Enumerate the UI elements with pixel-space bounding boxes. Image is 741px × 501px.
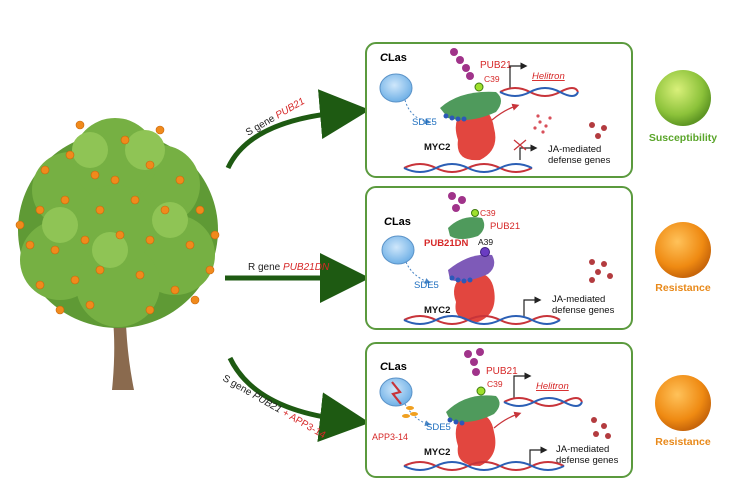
defense-label-1: JA-mediated [556, 444, 609, 455]
sde5-label: SDE5 [412, 117, 437, 128]
ubiquitin-chain-icon [448, 192, 466, 212]
pub21-label: PUB21 [490, 221, 520, 232]
arrow-label-2: R gene PUB21DN [248, 262, 330, 273]
arrow-to-panel-3 [227, 356, 370, 443]
orange-fruit-icon [655, 222, 711, 278]
ubiquitin-chain-icon [450, 48, 474, 80]
c39-residue-icon [476, 386, 486, 396]
citrus-tree-icon [15, 118, 220, 390]
clas-bacterium-icon [381, 235, 415, 265]
clas-label: CLas [380, 361, 407, 373]
lightning-icon [391, 381, 402, 405]
myc2-protein-icon [455, 108, 496, 161]
clas-label: CLas [384, 216, 411, 228]
pub21-protein-icon [440, 91, 501, 120]
c39-residue-icon [474, 82, 484, 92]
outcome-2: Resistance [655, 222, 711, 294]
pub21-label: PUB21 [486, 366, 518, 377]
defense-label-2: defense genes [552, 305, 615, 316]
outcome-label: Resistance [655, 282, 711, 294]
pub21dn-label: PUB21DN [424, 238, 468, 249]
green-fruit-icon [655, 70, 711, 126]
myc2-label: MYC2 [424, 305, 450, 316]
myc2-label: MYC2 [424, 142, 450, 153]
orange-fruit-icon [655, 375, 711, 431]
panel-3: CLas APP3-14 SDE5 MYC2 C39 PUB21 Helitro… [365, 342, 633, 478]
ubiquitin-chain-icon [464, 348, 484, 376]
helitron-label: Helitron [532, 71, 565, 82]
myc2-label: MYC2 [424, 447, 450, 458]
sde5-label: SDE5 [414, 280, 439, 291]
app3-14-peptide-icon [402, 406, 418, 418]
a39-label: A39 [478, 237, 493, 247]
outcome-label: Resistance [655, 436, 711, 448]
clas-label: CLas [380, 52, 407, 64]
outcome-3: Resistance [655, 375, 711, 448]
c39-label: C39 [487, 379, 503, 389]
defense-label-1: JA-mediated [548, 144, 601, 155]
panel-1: CLas SDE5 MYC2 C39 PUB21 Helitron JA-med… [365, 42, 633, 178]
c39-label: C39 [480, 208, 496, 218]
helitron-label: Helitron [536, 381, 569, 392]
outcome-1: Susceptibility [649, 70, 717, 144]
clas-bacterium-icon [379, 73, 413, 103]
app3-14-label: APP3-14 [372, 432, 408, 442]
outcome-label: Susceptibility [649, 132, 717, 144]
c39-label: C39 [484, 74, 500, 84]
pub21-label: PUB21 [480, 60, 512, 71]
defense-label-2: defense genes [548, 155, 611, 166]
pub21dn-protein-icon [448, 254, 495, 282]
a39-residue-icon [480, 247, 490, 257]
defense-label-2: defense genes [556, 455, 619, 466]
defense-label-1: JA-mediated [552, 294, 605, 305]
arrow-to-panel-1 [225, 89, 370, 170]
myc2-protein-icon [455, 413, 496, 466]
pub21-protein-icon [446, 395, 500, 422]
panel-2: CLas SDE5 MYC2 A39 PUB21DN C39 PUB21 JA-… [365, 186, 633, 330]
sde5-label: SDE5 [426, 422, 451, 433]
pub21-protein-icon [448, 217, 485, 239]
arrow-label-3: S gene PUB21 + APP3-14 [221, 373, 328, 441]
myc2-protein-icon [454, 273, 495, 322]
